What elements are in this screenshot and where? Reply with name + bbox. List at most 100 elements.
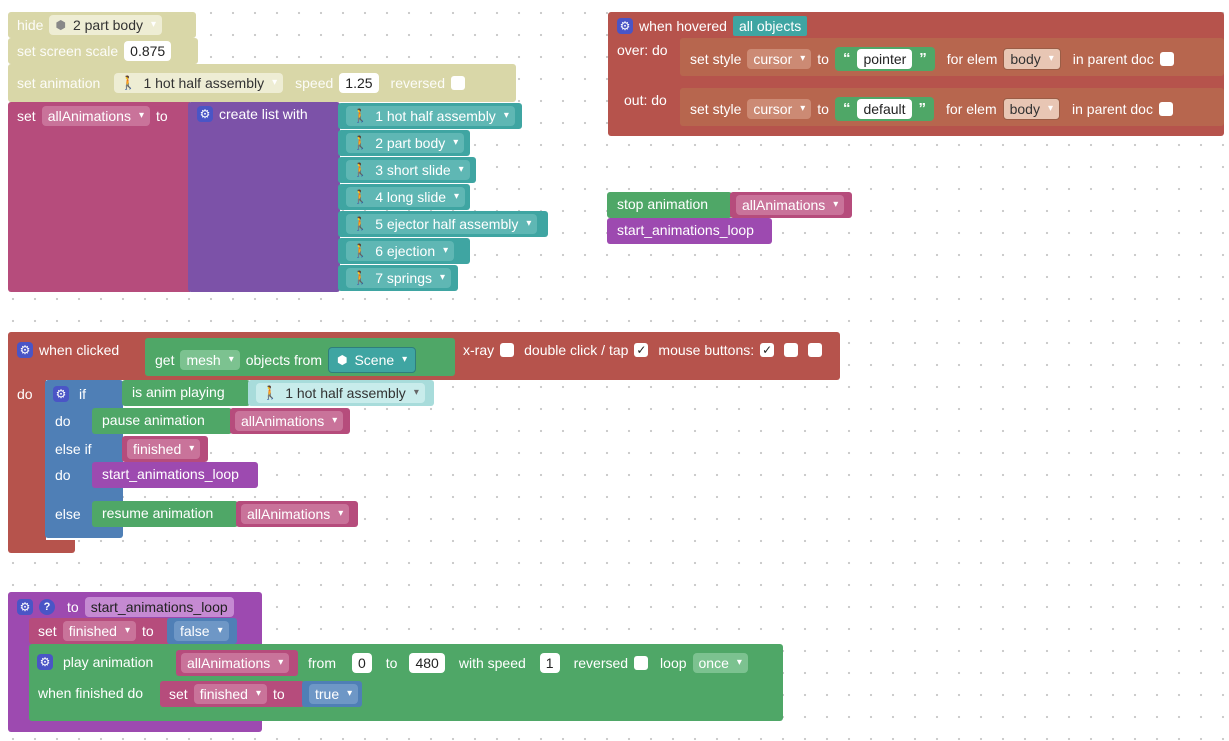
reversed-label: reversed bbox=[390, 75, 445, 91]
screen-scale-input[interactable]: 0.875 bbox=[124, 41, 172, 61]
is-anim-playing-object-block[interactable]: 🚶1 hot half assembly bbox=[248, 380, 434, 406]
mouse-button-1-checkbox[interactable]: ✓ bbox=[760, 343, 775, 357]
hide-object-dropdown[interactable]: ⬢2 part body bbox=[49, 15, 163, 35]
finished-var-dropdown[interactable]: finished bbox=[193, 684, 267, 704]
to-label: to bbox=[385, 655, 398, 671]
resume-var-dropdown[interactable]: allAnimations bbox=[241, 504, 350, 524]
double-click-checkbox[interactable]: ✓ bbox=[634, 343, 649, 357]
open-quote-icon: “ bbox=[842, 50, 851, 67]
animation-object-dropdown[interactable]: 🚶3 short slide bbox=[346, 160, 470, 180]
when-clicked-label: when clicked bbox=[39, 342, 120, 358]
pause-animation-block[interactable]: pause animation bbox=[92, 408, 232, 434]
to-label: to bbox=[817, 51, 829, 67]
hide-block[interactable]: hide ⬢2 part body bbox=[8, 12, 196, 38]
finished-var-dropdown[interactable]: finished bbox=[62, 621, 136, 641]
start-loop-call-block[interactable]: start_animations_loop bbox=[92, 462, 258, 488]
allanimations-var-dropdown[interactable]: allAnimations bbox=[41, 106, 150, 126]
animation-object-dropdown[interactable]: 🚶4 long slide bbox=[346, 187, 466, 207]
animation-object-dropdown[interactable]: 🚶7 springs bbox=[346, 268, 452, 288]
get-objects-block[interactable]: get mesh objects from ⬢Scene bbox=[145, 338, 455, 376]
gear-icon[interactable]: ⚙ bbox=[17, 342, 33, 358]
elem-dropdown[interactable]: body bbox=[1003, 48, 1061, 70]
loop-dropdown[interactable]: once bbox=[692, 653, 748, 673]
finished-var-block[interactable]: finished bbox=[122, 436, 208, 462]
style-prop-dropdown[interactable]: cursor bbox=[747, 99, 812, 119]
walk-icon: 🚶 bbox=[120, 75, 137, 90]
stop-var-block[interactable]: allAnimations bbox=[730, 192, 852, 218]
gear-icon[interactable]: ⚙ bbox=[197, 106, 213, 122]
set-animation-object-dropdown[interactable]: 🚶1 hot half assembly bbox=[114, 73, 284, 93]
set-animation-block[interactable]: set animation 🚶1 hot half assembly speed… bbox=[8, 64, 516, 102]
speed-input[interactable]: 1.25 bbox=[339, 73, 379, 93]
mouse-button-2-checkbox[interactable] bbox=[784, 343, 799, 357]
to-input[interactable]: 480 bbox=[409, 653, 445, 673]
false-dropdown[interactable]: false bbox=[174, 621, 229, 641]
is-anim-playing-label: is anim playing bbox=[132, 384, 225, 400]
is-playing-object-dropdown[interactable]: 🚶1 hot half assembly bbox=[256, 383, 425, 403]
default-input[interactable]: default bbox=[857, 99, 912, 119]
false-block[interactable]: false bbox=[167, 618, 237, 644]
default-string-block[interactable]: “default” bbox=[834, 97, 935, 121]
pause-var-dropdown[interactable]: allAnimations bbox=[235, 411, 344, 431]
animation-object-label: 3 short slide bbox=[375, 162, 451, 178]
finished-var-dropdown[interactable]: finished bbox=[127, 439, 201, 459]
do-label: do bbox=[55, 467, 71, 483]
reversed-checkbox[interactable] bbox=[451, 76, 465, 90]
walk-icon: 🚶 bbox=[352, 270, 369, 285]
in-parent-label: in parent doc bbox=[1072, 51, 1154, 67]
set-screen-scale-block[interactable]: set screen scale 0.875 bbox=[8, 38, 198, 64]
from-input[interactable]: 0 bbox=[352, 653, 372, 673]
set-allanimations-block[interactable]: set allAnimations to bbox=[8, 102, 190, 292]
get-type-dropdown[interactable]: mesh bbox=[180, 350, 240, 370]
create-list-block[interactable]: ⚙ create list with bbox=[188, 102, 340, 292]
elem-dropdown[interactable]: body bbox=[1002, 98, 1060, 120]
true-dropdown[interactable]: true bbox=[309, 684, 359, 704]
list-item-animation-block[interactable]: 🚶6 ejection bbox=[338, 238, 470, 264]
list-item-animation-block[interactable]: 🚶3 short slide bbox=[338, 157, 476, 183]
animation-object-dropdown[interactable]: 🚶2 part body bbox=[346, 133, 465, 153]
pause-var-block[interactable]: allAnimations bbox=[230, 408, 350, 434]
call-loop-block[interactable]: start_animations_loop bbox=[607, 218, 772, 244]
animation-object-dropdown[interactable]: 🚶1 hot half assembly bbox=[346, 106, 515, 126]
in-parent-label: in parent doc bbox=[1072, 101, 1153, 117]
gear-icon[interactable]: ⚙ bbox=[617, 18, 633, 34]
gear-icon[interactable]: ⚙ bbox=[53, 386, 69, 402]
reversed-checkbox[interactable] bbox=[634, 656, 649, 670]
list-item-animation-block[interactable]: 🚶5 ejector half assembly bbox=[338, 211, 548, 237]
list-item-animation-block[interactable]: 🚶7 springs bbox=[338, 265, 458, 291]
help-icon[interactable]: ? bbox=[39, 599, 55, 615]
scene-dropdown[interactable]: ⬢Scene bbox=[327, 347, 417, 373]
resume-var-block[interactable]: allAnimations bbox=[236, 501, 358, 527]
set-style-out-block[interactable]: set style cursor to “default” for elem b… bbox=[680, 88, 1224, 126]
play-var-dropdown[interactable]: allAnimations bbox=[181, 653, 290, 673]
proc-name-field[interactable]: start_animations_loop bbox=[84, 597, 234, 617]
resume-animation-block[interactable]: resume animation bbox=[92, 501, 238, 527]
play-var-block[interactable]: allAnimations bbox=[176, 650, 298, 676]
set-finished-false-block[interactable]: set finished to bbox=[29, 618, 169, 644]
pointer-string-block[interactable]: “pointer” bbox=[834, 47, 935, 71]
all-objects-block[interactable]: all objects bbox=[732, 16, 808, 36]
is-anim-playing-block[interactable]: is anim playing bbox=[122, 380, 250, 406]
proc-to-label: to bbox=[67, 599, 79, 615]
list-item-animation-block[interactable]: 🚶1 hot half assembly bbox=[338, 103, 522, 129]
list-item-animation-block[interactable]: 🚶4 long slide bbox=[338, 184, 470, 210]
set-style-over-block[interactable]: set style cursor to “pointer” for elem b… bbox=[680, 38, 1224, 76]
gear-icon[interactable]: ⚙ bbox=[37, 654, 53, 670]
stop-var-dropdown[interactable]: allAnimations bbox=[736, 195, 845, 215]
play-animation-label: play animation bbox=[63, 654, 154, 670]
xray-checkbox[interactable] bbox=[500, 343, 515, 357]
style-prop-dropdown[interactable]: cursor bbox=[747, 49, 812, 69]
in-parent-checkbox[interactable] bbox=[1158, 102, 1173, 116]
animation-object-dropdown[interactable]: 🚶6 ejection bbox=[346, 241, 455, 261]
mouse-button-3-checkbox[interactable] bbox=[808, 343, 823, 357]
stop-animation-block[interactable]: stop animation bbox=[607, 192, 732, 218]
play-animation-block[interactable] bbox=[29, 644, 783, 721]
set-finished-true-block[interactable]: set finished to bbox=[160, 681, 304, 707]
animation-object-dropdown[interactable]: 🚶5 ejector half assembly bbox=[346, 214, 538, 234]
true-block[interactable]: true bbox=[302, 681, 362, 707]
in-parent-checkbox[interactable] bbox=[1159, 52, 1174, 66]
pointer-input[interactable]: pointer bbox=[857, 49, 913, 69]
gear-icon[interactable]: ⚙ bbox=[17, 599, 33, 615]
play-speed-input[interactable]: 1 bbox=[539, 653, 560, 673]
list-item-animation-block[interactable]: 🚶2 part body bbox=[338, 130, 470, 156]
